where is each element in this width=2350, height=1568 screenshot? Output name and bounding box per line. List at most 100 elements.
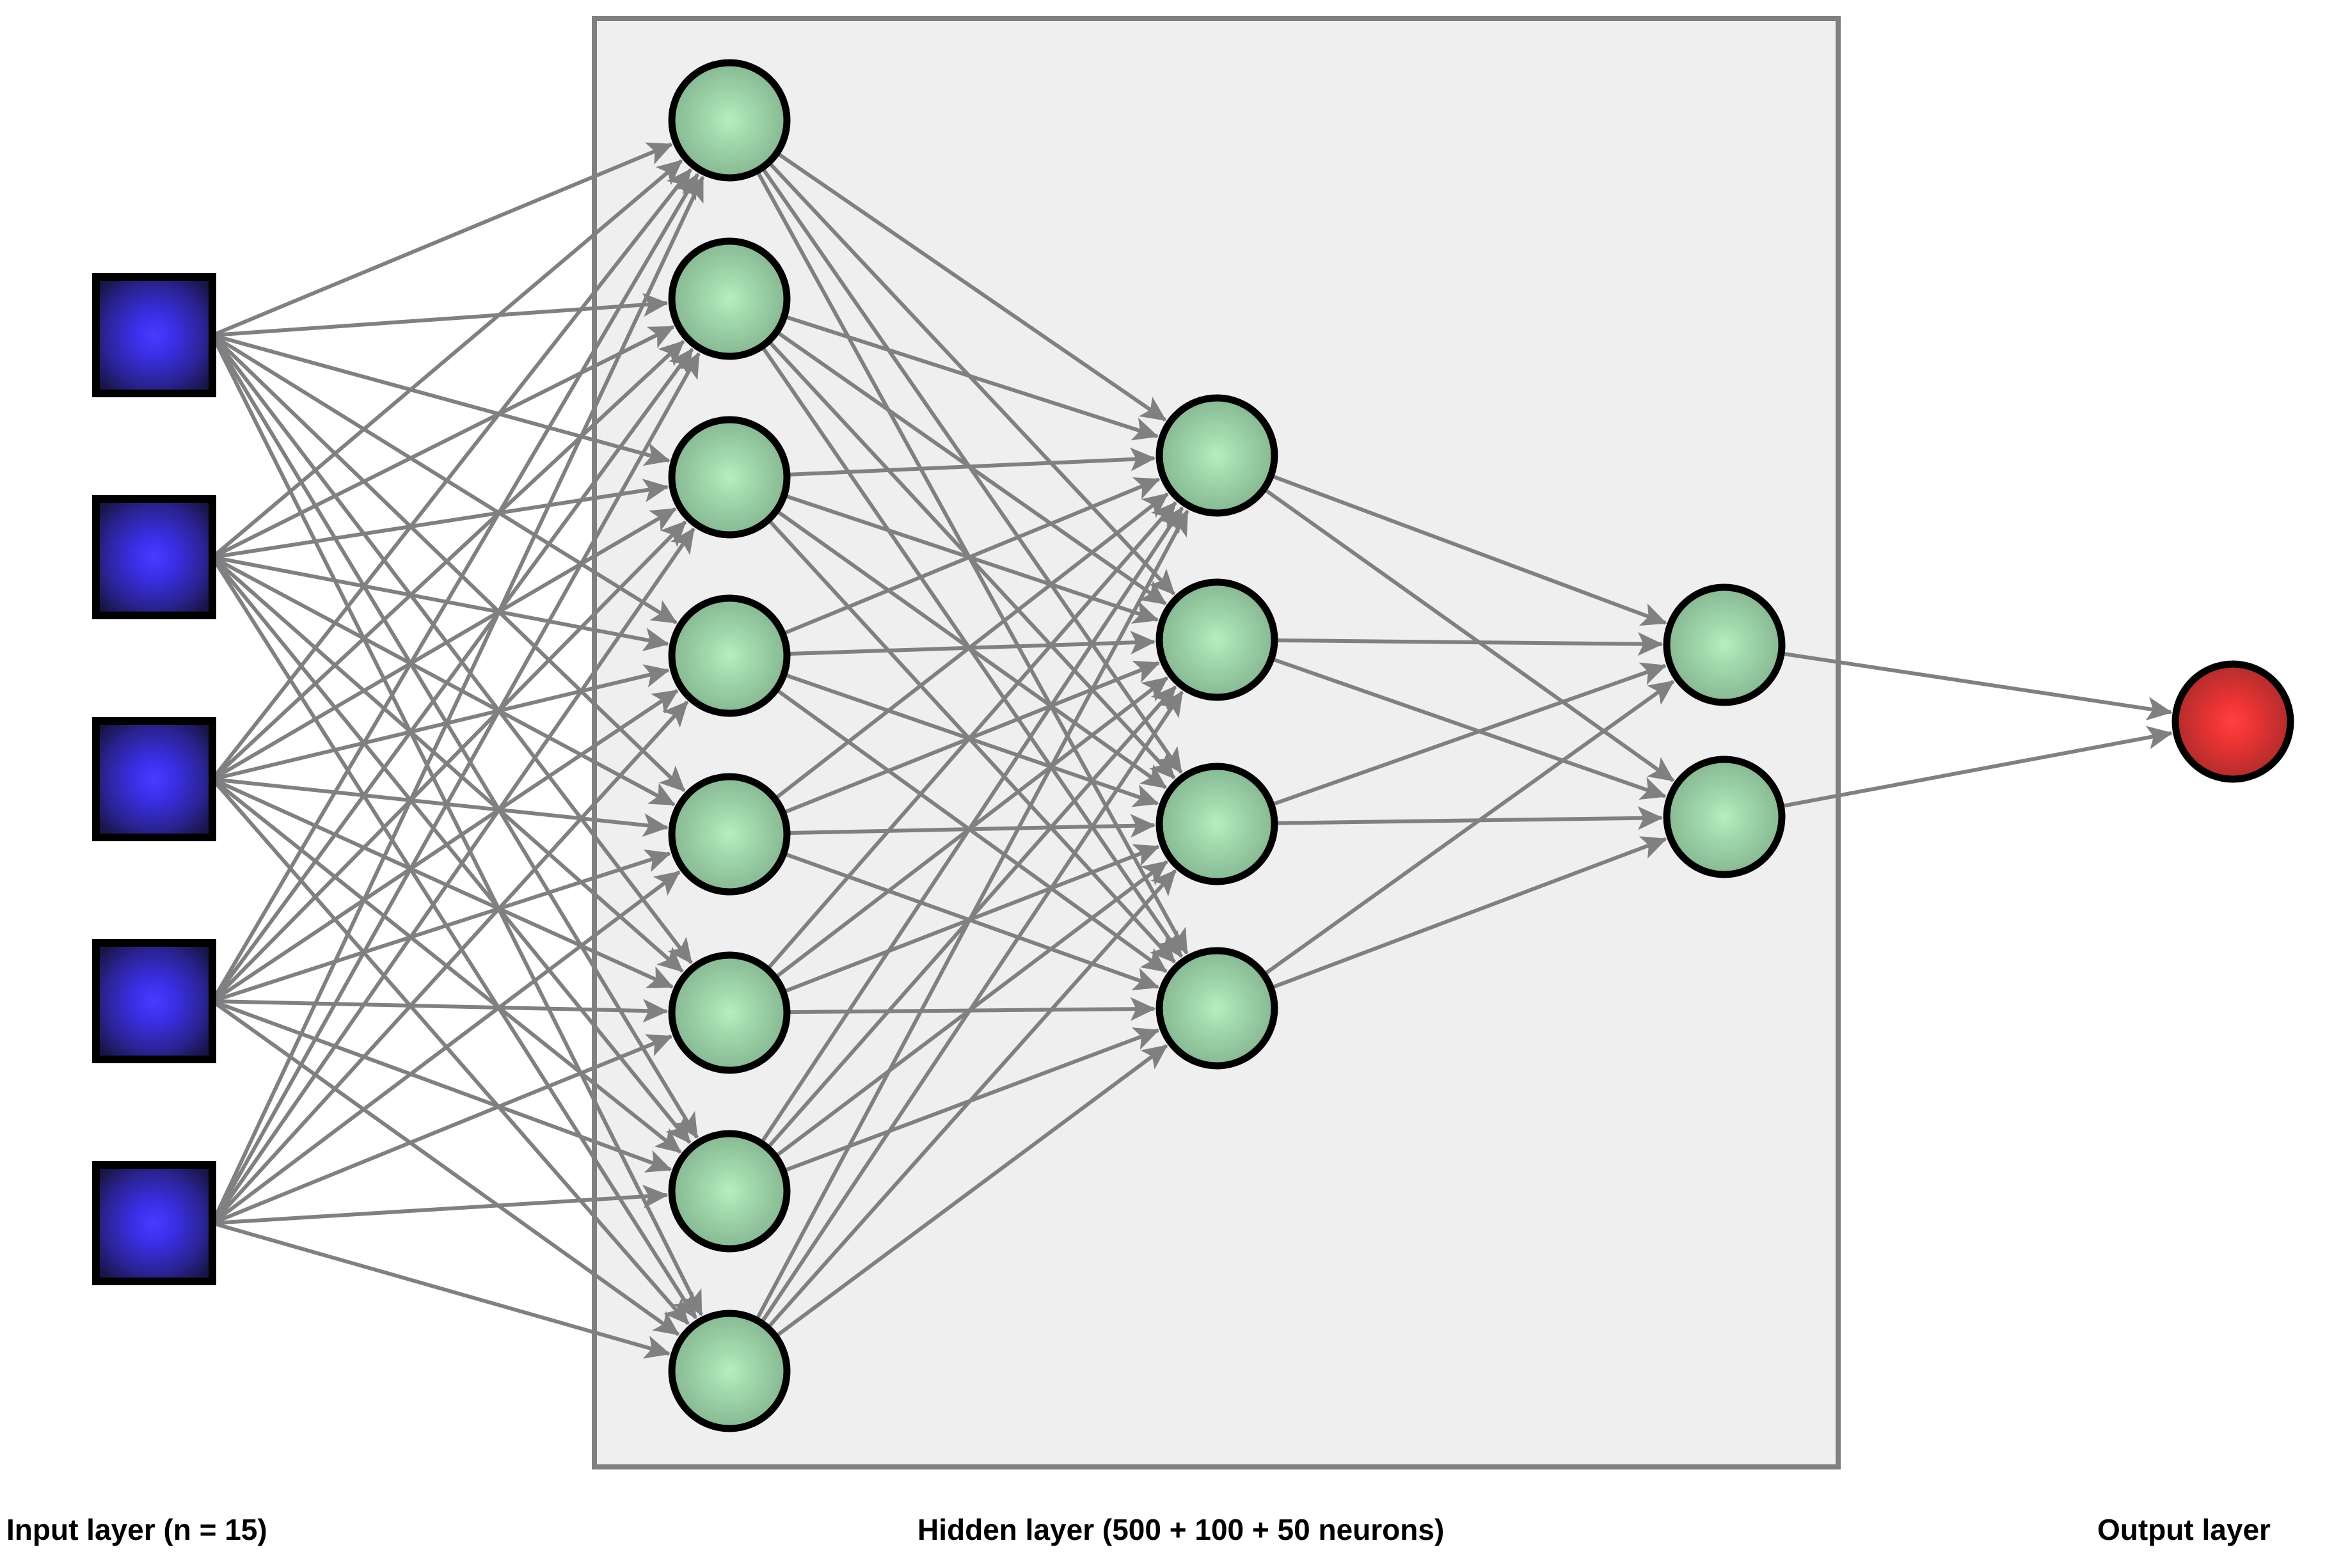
connection-edge xyxy=(212,849,672,1003)
connection-edge xyxy=(210,168,692,780)
connection-edge xyxy=(728,1044,1168,1373)
connection-edge xyxy=(728,660,1161,836)
hidden-node xyxy=(668,1310,791,1432)
connection-edge xyxy=(211,870,681,1225)
connection-edge xyxy=(212,664,671,781)
connection-edge xyxy=(727,690,1184,1372)
connection-edge xyxy=(728,676,1169,1015)
hidden-node xyxy=(668,237,791,360)
hidden-node xyxy=(1663,583,1786,706)
connection-edge xyxy=(210,334,693,964)
connection-edge xyxy=(212,999,669,1023)
connection-edge xyxy=(1216,836,1667,1010)
connection-edge xyxy=(210,175,705,1224)
connection-edge xyxy=(1216,632,1663,656)
connection-edge xyxy=(211,142,673,337)
connection-edge xyxy=(212,292,669,337)
connection-edge xyxy=(729,814,1156,838)
hidden-node xyxy=(668,773,791,896)
input-node xyxy=(92,717,216,841)
connection-edge xyxy=(729,475,1159,624)
connection-edge xyxy=(210,556,697,1320)
input-node xyxy=(92,939,216,1063)
connection-edge xyxy=(210,340,685,781)
connection-edge xyxy=(727,475,1176,963)
connection-edge xyxy=(211,777,674,989)
connection-edge xyxy=(729,447,1156,479)
connection-edge xyxy=(728,832,1159,991)
hidden-node xyxy=(1155,394,1278,517)
connection-edge xyxy=(729,654,1159,807)
connection-edge xyxy=(1724,725,2173,819)
hidden-node xyxy=(668,416,791,539)
connection-edge xyxy=(212,333,671,466)
output-node xyxy=(2171,660,2294,783)
connection-edge xyxy=(727,297,1176,780)
connection-edge xyxy=(729,630,1156,658)
connection-edge xyxy=(728,118,1167,422)
connection-edge xyxy=(212,1221,671,1359)
connection-edge xyxy=(728,477,1161,658)
connection-edge xyxy=(727,297,1183,958)
connection-edge xyxy=(728,1027,1160,1193)
connection-edge xyxy=(1216,662,1667,826)
connection-edge xyxy=(210,701,689,1225)
hidden-node xyxy=(1155,947,1278,1070)
connection-edge xyxy=(210,352,701,1224)
connection-edge xyxy=(210,334,699,1139)
connection-edges xyxy=(210,118,2173,1373)
connection-edge xyxy=(212,555,670,651)
connection-edge xyxy=(212,1184,669,1225)
connection-edge xyxy=(728,844,1160,1015)
input-node xyxy=(92,1161,216,1285)
connection-edge xyxy=(1216,679,1675,1010)
connection-edge xyxy=(211,159,683,559)
connection-edge xyxy=(212,479,669,559)
connection-edge xyxy=(727,685,1177,1192)
connection-edge xyxy=(727,118,1176,596)
connection-edge xyxy=(211,507,677,781)
connection-edge xyxy=(210,347,694,1002)
connection-edge xyxy=(727,509,1189,1372)
hidden-node xyxy=(668,1130,791,1253)
hidden-node xyxy=(1155,578,1278,701)
connection-edge xyxy=(1216,638,1667,800)
connection-edge xyxy=(211,999,672,1173)
connection-edge xyxy=(210,556,692,1144)
hidden-layer-label: Hidden layer (500 + 100 + 50 neurons) xyxy=(917,1513,1445,1546)
hidden-node xyxy=(668,59,791,182)
hidden-node xyxy=(1155,763,1278,885)
connection-edge xyxy=(729,997,1156,1021)
connection-edge xyxy=(727,506,1184,1192)
input-node xyxy=(92,273,216,397)
connection-edge xyxy=(1216,454,1675,782)
connection-edge xyxy=(212,777,669,837)
connection-edge xyxy=(211,555,676,807)
hidden-node xyxy=(1663,756,1786,878)
connection-edge xyxy=(728,860,1168,1193)
input-layer-label: Input layer (n = 15) xyxy=(6,1513,267,1546)
connection-edge xyxy=(728,492,1169,836)
connection-edge xyxy=(1216,806,1663,830)
connection-edge xyxy=(729,297,1159,441)
connection-edge xyxy=(727,869,1177,1372)
network-nodes xyxy=(92,59,2294,1432)
connection-edge xyxy=(210,173,699,1002)
hidden-layer-panel xyxy=(592,16,1841,1469)
connection-edge xyxy=(1216,454,1667,626)
output-layer-label: Output layer xyxy=(2097,1513,2271,1546)
connection-edge xyxy=(210,520,687,1003)
input-node xyxy=(92,495,216,619)
connection-edge xyxy=(210,333,686,793)
connection-edge xyxy=(727,119,1189,955)
connection-edge xyxy=(1724,643,2173,721)
hidden-node xyxy=(668,951,791,1074)
connection-edge xyxy=(210,527,695,1224)
connection-edge xyxy=(727,501,1177,1014)
connection-edge xyxy=(211,688,679,1003)
connection-edge xyxy=(211,325,675,559)
connection-edge xyxy=(211,1034,673,1225)
hidden-node xyxy=(668,594,791,717)
connection-edge xyxy=(211,333,678,624)
